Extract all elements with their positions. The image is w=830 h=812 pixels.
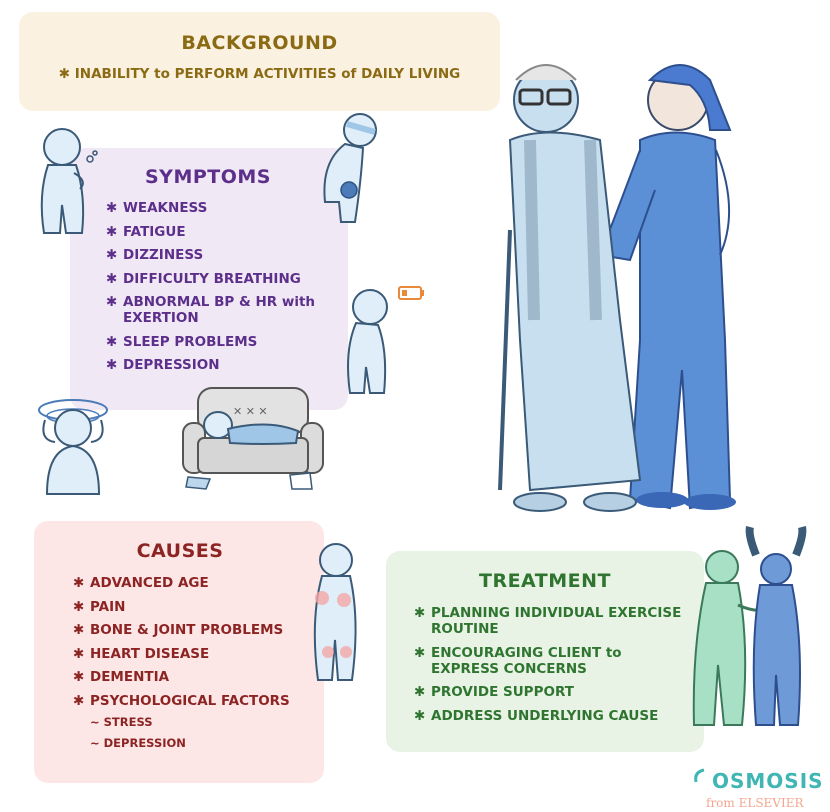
list-item: ✱SLEEP PROBLEMS — [106, 333, 258, 350]
list-item: ✱DEPRESSION — [106, 357, 220, 373]
list-item: ✱PROVIDE SUPPORT — [414, 684, 574, 700]
list-item: ✱ENCOURAGING CLIENT to EXPRESS CONCERNS — [414, 644, 622, 677]
list-item: ✱PAIN — [73, 598, 126, 615]
list-item: ✱ADDRESS UNDERLYING CAUSE — [414, 707, 659, 724]
fatigued-figure-icon — [323, 113, 377, 223]
low-battery-icon — [398, 286, 424, 300]
elderly-man-and-nurse-icon — [498, 64, 736, 512]
symptoms-list: ✱WEAKNESS ✱FATIGUE ✱DIZZINESS ✱DIFFICULT… — [106, 200, 336, 381]
causes-list: ✱ADVANCED AGE ✱PAIN ✱BONE & JOINT PROBLE… — [73, 575, 313, 716]
list-item: ✱PSYCHOLOGICAL FACTORS — [73, 692, 290, 709]
list-item: ✱BONE & JOINT PROBLEMS — [73, 622, 284, 638]
dizzy-figure-icon — [38, 399, 108, 495]
list-item: ✱DEMENTIA — [73, 669, 170, 685]
list-item: ✱DIZZINESS — [106, 247, 204, 263]
symptoms-title: SYMPTOMS — [145, 166, 271, 188]
list-item: ✱ABNORMAL BP & HR with EXERTION — [106, 294, 316, 326]
background-panel — [19, 12, 500, 111]
background-item: ✱ INABILITY to PERFORM ACTIVITIES of DAI… — [58, 66, 461, 82]
symptoms-panel — [70, 148, 348, 410]
slumped-figure-icon — [347, 289, 388, 394]
causes-panel — [34, 521, 324, 783]
list-item: ✱PLANNING INDIVIDUAL EXERCISE ROUTINE — [414, 605, 682, 637]
list-item: ✱FATIGUE — [106, 223, 186, 240]
logo-sub: from ELSEVIER — [706, 796, 804, 810]
treatment-panel — [386, 551, 704, 752]
list-item: ✱DIFFICULTY BREATHING — [106, 270, 301, 287]
sub-item-stress: ~ STRESS — [90, 715, 153, 729]
logo-name: OSMOSIS — [712, 769, 824, 793]
osmosis-logo-icon — [694, 768, 705, 783]
pain-figure-icon — [313, 543, 357, 681]
coughing-figure-icon — [40, 128, 98, 234]
causes-title: CAUSES — [136, 540, 224, 562]
svg-text:✕ ✕ ✕: ✕ ✕ ✕ — [233, 405, 268, 418]
sub-item-depression: ~ DEPRESSION — [90, 736, 186, 750]
treatment-title: TREATMENT — [478, 570, 611, 592]
list-item: ✱HEART DISEASE — [73, 645, 210, 662]
sofa-sleeping-figure-icon: ✕ ✕ ✕ — [182, 387, 324, 490]
list-item: ✱WEAKNESS — [106, 200, 208, 216]
treatment-list: ✱PLANNING INDIVIDUAL EXERCISE ROUTINE ✱E… — [414, 605, 694, 731]
list-item: ✱ADVANCED AGE — [73, 575, 209, 591]
support-figures-icon — [692, 526, 807, 726]
background-title: BACKGROUND — [181, 32, 338, 54]
